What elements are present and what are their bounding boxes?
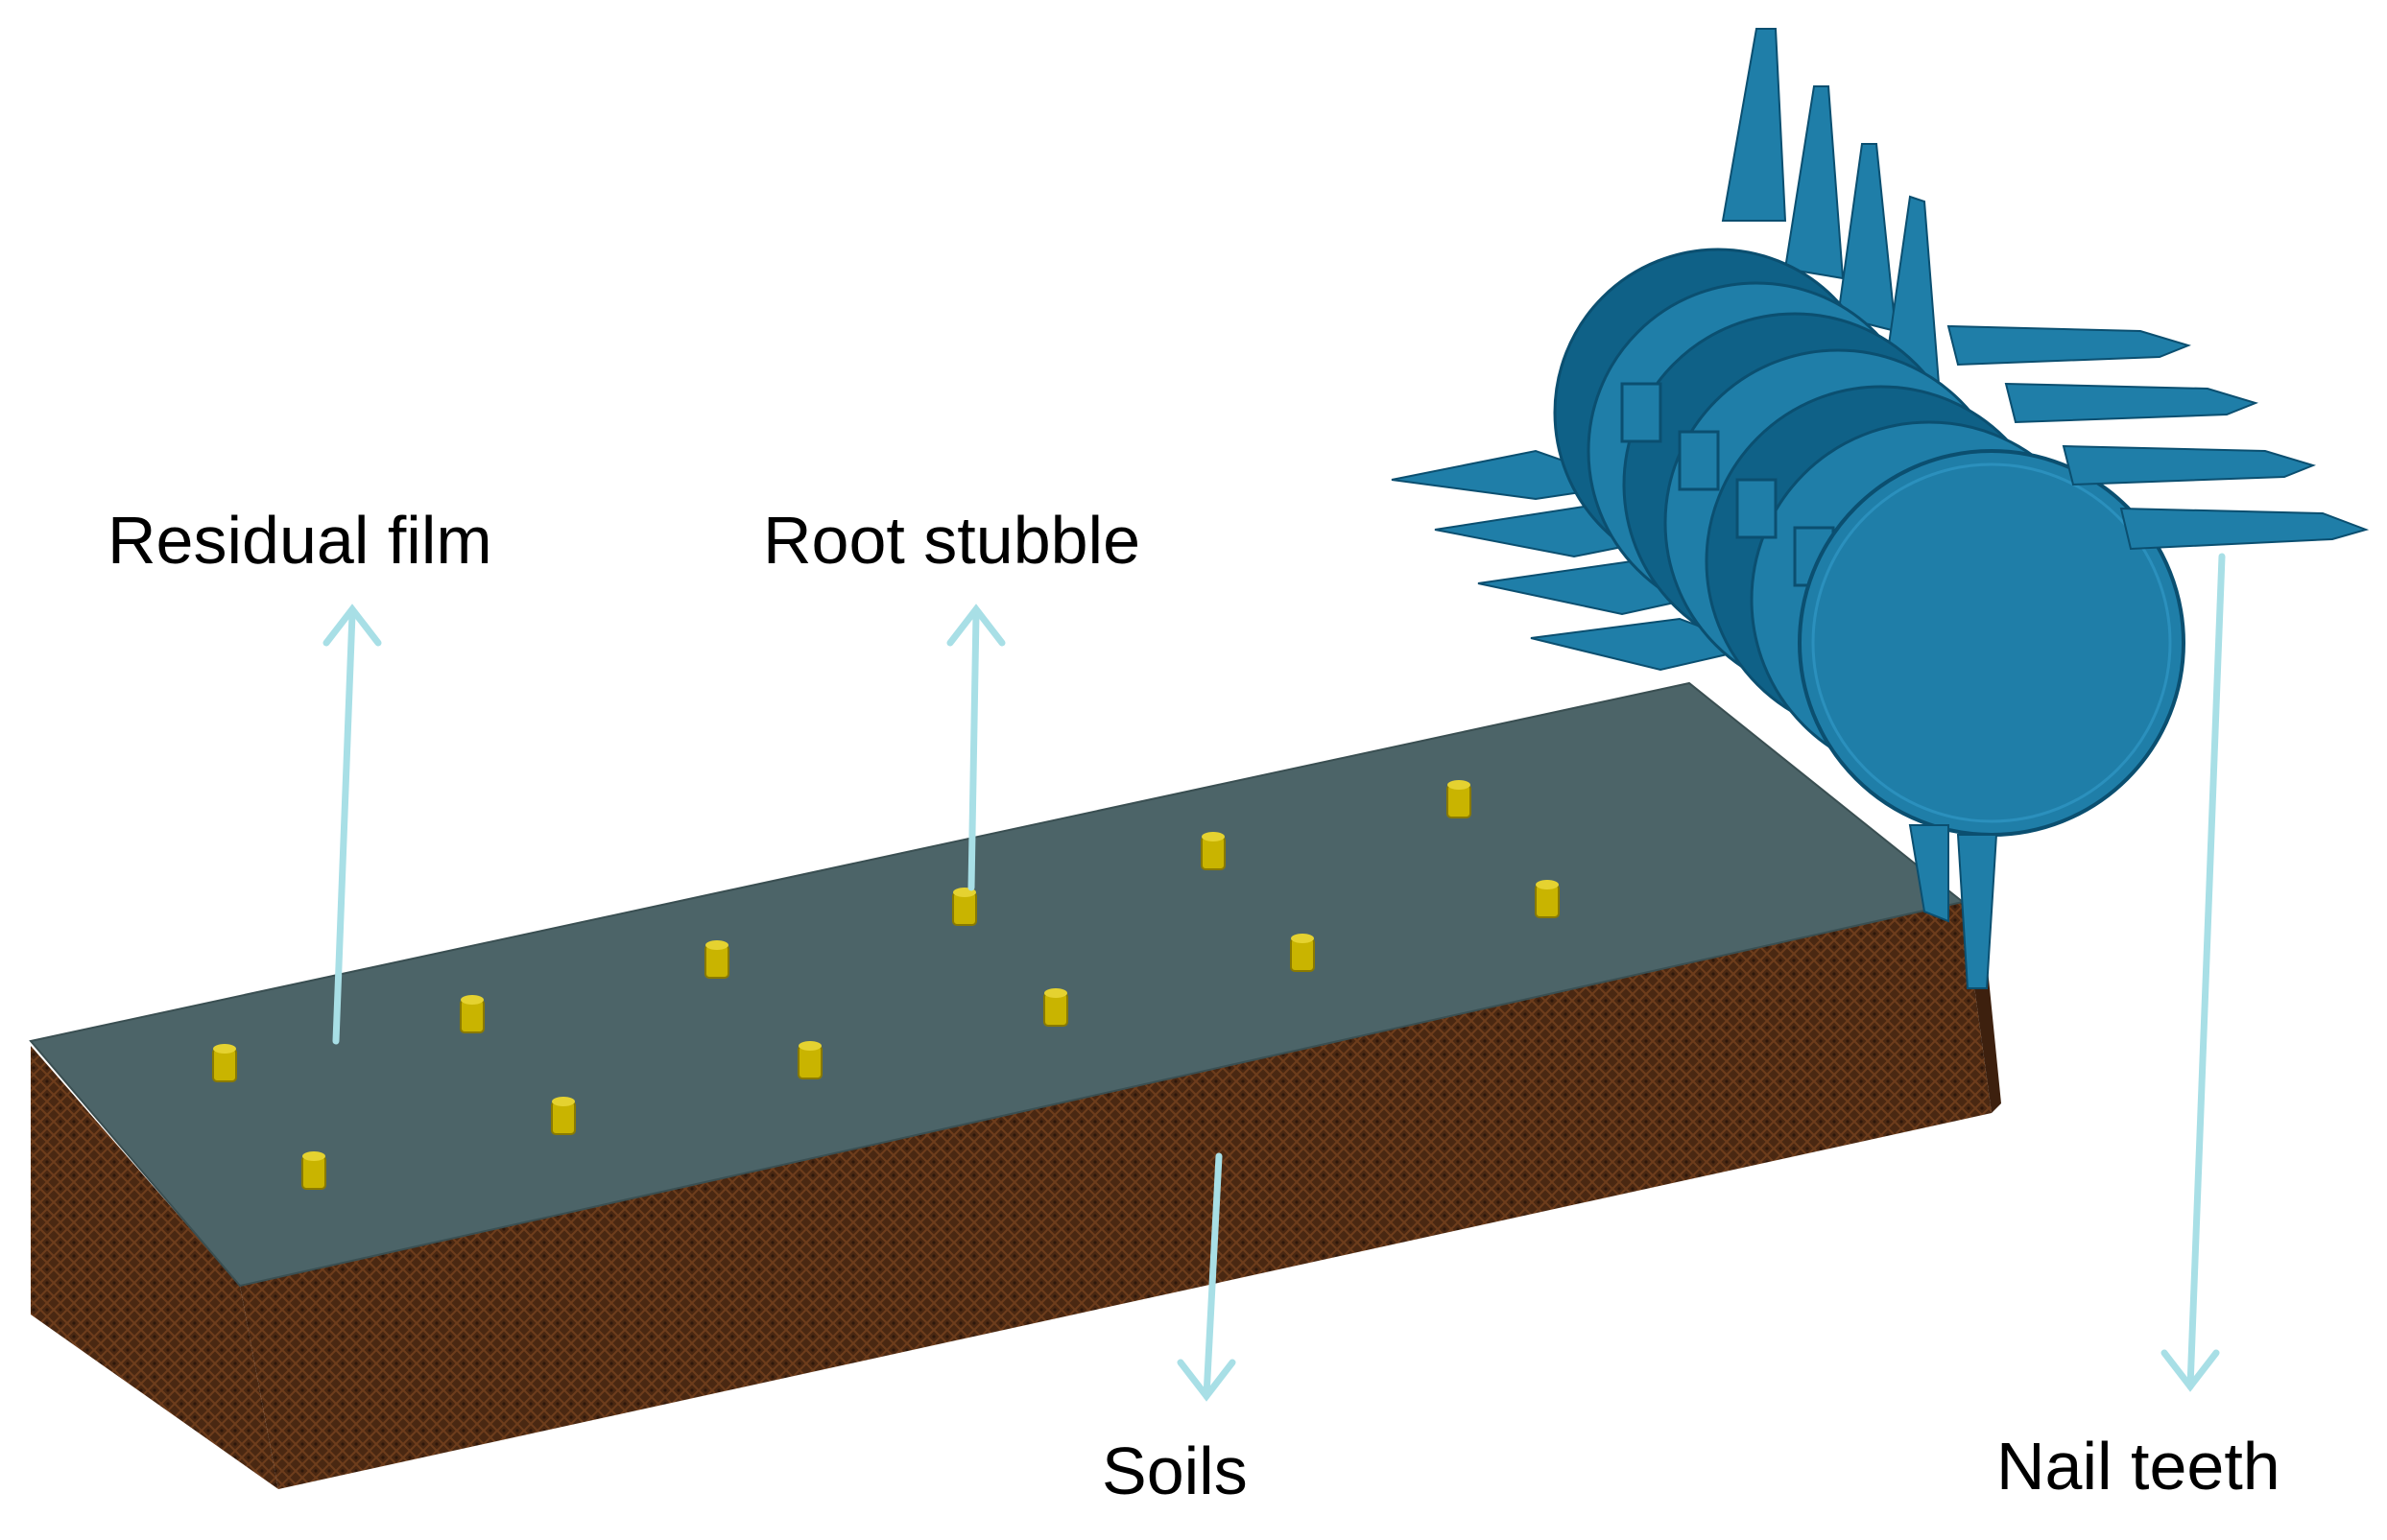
soil-left-face <box>31 1046 278 1489</box>
root-stubble <box>301 1151 326 1190</box>
roller-teeth-left <box>1391 449 1760 672</box>
label-soils: Soils <box>1102 1433 1248 1508</box>
root-stubble <box>1290 934 1315 972</box>
roller-teeth-down <box>1908 824 1998 989</box>
root-stubble-group <box>212 780 1560 1190</box>
leader-arrows <box>322 553 2226 1402</box>
root-stubble <box>1201 832 1226 870</box>
root-stubble <box>551 1097 576 1135</box>
root-stubble <box>798 1041 823 1079</box>
arrow-soils <box>1203 1152 1223 1400</box>
roller-teeth-right <box>1946 324 2370 551</box>
root-stubble <box>704 940 729 979</box>
root-stubble <box>952 888 977 926</box>
label-residual-film: Residual film <box>107 503 492 578</box>
root-stubble <box>1043 988 1068 1027</box>
nail-tooth-roller <box>1391 28 2370 989</box>
roller-teeth-up <box>1721 28 1941 386</box>
root-stubble <box>212 1044 237 1082</box>
label-root-stubble: Root stubble <box>763 503 1141 578</box>
arrow-residual-film <box>332 610 356 1045</box>
root-stubble <box>1535 880 1560 918</box>
soil-block <box>29 681 2001 1489</box>
label-nail-teeth: Nail teeth <box>1996 1429 2280 1504</box>
arrow-root-stubble <box>967 610 980 891</box>
root-stubble <box>460 995 485 1033</box>
roller-discs <box>1553 248 2185 837</box>
soil-front-face <box>240 902 1992 1489</box>
arrow-nail-teeth <box>2186 553 2226 1390</box>
root-stubble <box>1446 780 1471 818</box>
